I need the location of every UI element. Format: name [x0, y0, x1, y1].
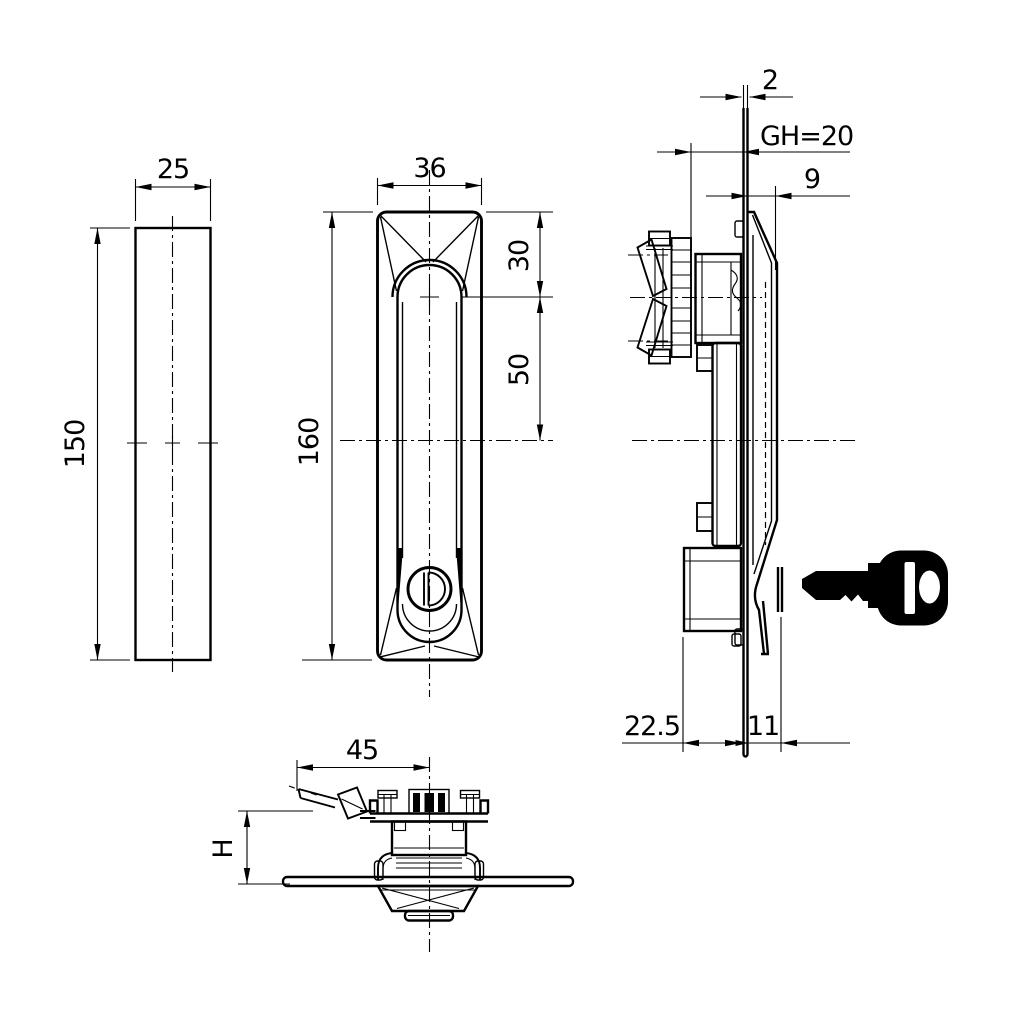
key-blade — [802, 571, 872, 602]
cam-arm-inner-line — [341, 798, 363, 810]
key-head-slot — [904, 562, 915, 614]
dimension-arrows — [731, 192, 792, 200]
handle-tip-cap — [403, 909, 455, 922]
centerlines — [340, 170, 553, 697]
housing-top — [390, 820, 468, 857]
dim-side-width-label: 25 — [157, 154, 189, 185]
locating-pin — [731, 633, 742, 647]
dim-grip-height-label: GH=20 — [760, 121, 853, 152]
handle-profile-inner-edges — [751, 214, 773, 575]
dim-front-offset-label: 9 — [804, 164, 820, 195]
housing-notch-left — [393, 820, 407, 832]
recess-chamfer-lines — [379, 214, 480, 658]
dim-front-height-label: 160 — [294, 418, 325, 467]
dimension-arrows — [536, 297, 544, 441]
cam-assembly — [636, 230, 692, 365]
center-fastener-cluster — [408, 788, 450, 815]
dim-front-height: 160 — [294, 211, 373, 661]
cam-bolt-details — [646, 237, 673, 358]
key-icon — [802, 550, 948, 626]
dim-cam-reach: 45 — [296, 735, 430, 791]
dim-top-to-axis-label: 30 — [504, 240, 535, 272]
clip-inner-lines — [382, 847, 476, 880]
key-slot — [423, 571, 446, 607]
flange-plate — [281, 875, 575, 888]
screw-stems — [378, 793, 480, 813]
dimension-arrows — [297, 764, 430, 771]
center-tick-marks — [127, 435, 218, 451]
center-fastener-bars — [413, 793, 445, 812]
dim-panel-thickness: 2 — [700, 65, 793, 101]
dim-axis-to-mid: 50 — [504, 297, 544, 441]
cylinder-housing — [682, 546, 743, 633]
dim-grip-height: GH=20 — [657, 121, 854, 240]
dim-cam-height: H — [208, 810, 313, 885]
nut-midlines — [697, 357, 713, 518]
body-plate — [711, 341, 743, 548]
clip-foot-left — [373, 860, 384, 881]
cam-bracket — [670, 237, 692, 358]
door-panel — [742, 108, 749, 758]
dim-side-height-label: 150 — [60, 420, 91, 469]
front-view: 36 160 30 50 — [294, 153, 553, 697]
panel-extension-lines — [742, 85, 749, 108]
top-view: 45 H — [208, 735, 575, 952]
slot-inner-edges — [401, 302, 458, 632]
dimension-lines — [706, 186, 850, 270]
dim-axis-to-mid-label: 50 — [504, 354, 535, 386]
dim-cam-height-label: H — [208, 839, 239, 858]
dim-front-offset: 9 — [706, 164, 850, 270]
bracket-lines — [671, 249, 691, 346]
dim-depths: 22.5 11 — [622, 617, 850, 752]
bulge-chamfer-lines — [380, 887, 476, 910]
cam-arm — [288, 785, 376, 820]
handle-side-profile — [748, 210, 784, 656]
key-head-hole — [919, 570, 940, 604]
axis-cross-mark — [420, 287, 553, 307]
dimension-lines — [296, 760, 430, 791]
lock-body-section — [682, 252, 743, 647]
cam-arm-outline — [297, 786, 376, 820]
dim-top-to-axis: 30 — [486, 211, 553, 297]
dimension-lines — [376, 178, 483, 205]
mount-tab-top — [734, 220, 745, 238]
retainer-clips — [377, 852, 481, 880]
handle-bulge — [375, 884, 481, 913]
dimension-arrows — [683, 739, 797, 747]
dim-front-width-label: 36 — [413, 153, 445, 184]
dimension-arrows — [135, 183, 211, 191]
dimension-lines — [657, 143, 850, 240]
dimension-arrows — [243, 811, 251, 884]
side-profile-view: 25 150 — [60, 154, 218, 672]
handle-recess-slot — [391, 258, 468, 644]
dim-front-width: 36 — [376, 153, 483, 205]
dim-panel-thickness-label: 2 — [762, 65, 778, 96]
dimension-lines — [90, 227, 130, 661]
cam-arm-center-dashes — [288, 785, 321, 797]
dim-front-depth-label: 11 — [747, 711, 779, 742]
section-view: 2 GH=20 9 22.5 11 — [622, 65, 948, 758]
lock-body-details — [695, 254, 742, 343]
dim-cam-reach-label: 45 — [346, 735, 378, 766]
body-plate-inner-lines — [716, 343, 738, 546]
dimension-lines — [238, 810, 313, 885]
cam-wings — [636, 238, 668, 357]
mount-tab-bottom — [734, 628, 745, 646]
lock-cylinder — [406, 566, 453, 612]
dim-side-height: 150 — [60, 227, 130, 661]
clip-foot-right — [474, 860, 485, 881]
dimension-arrows — [725, 93, 766, 101]
dim-rear-depth-label: 22.5 — [624, 711, 680, 742]
dimension-lines — [302, 211, 373, 661]
housing-lines — [684, 548, 741, 631]
housing-notch-right — [451, 820, 465, 832]
lock-top-body — [281, 788, 575, 922]
dim-side-width: 25 — [134, 154, 212, 221]
